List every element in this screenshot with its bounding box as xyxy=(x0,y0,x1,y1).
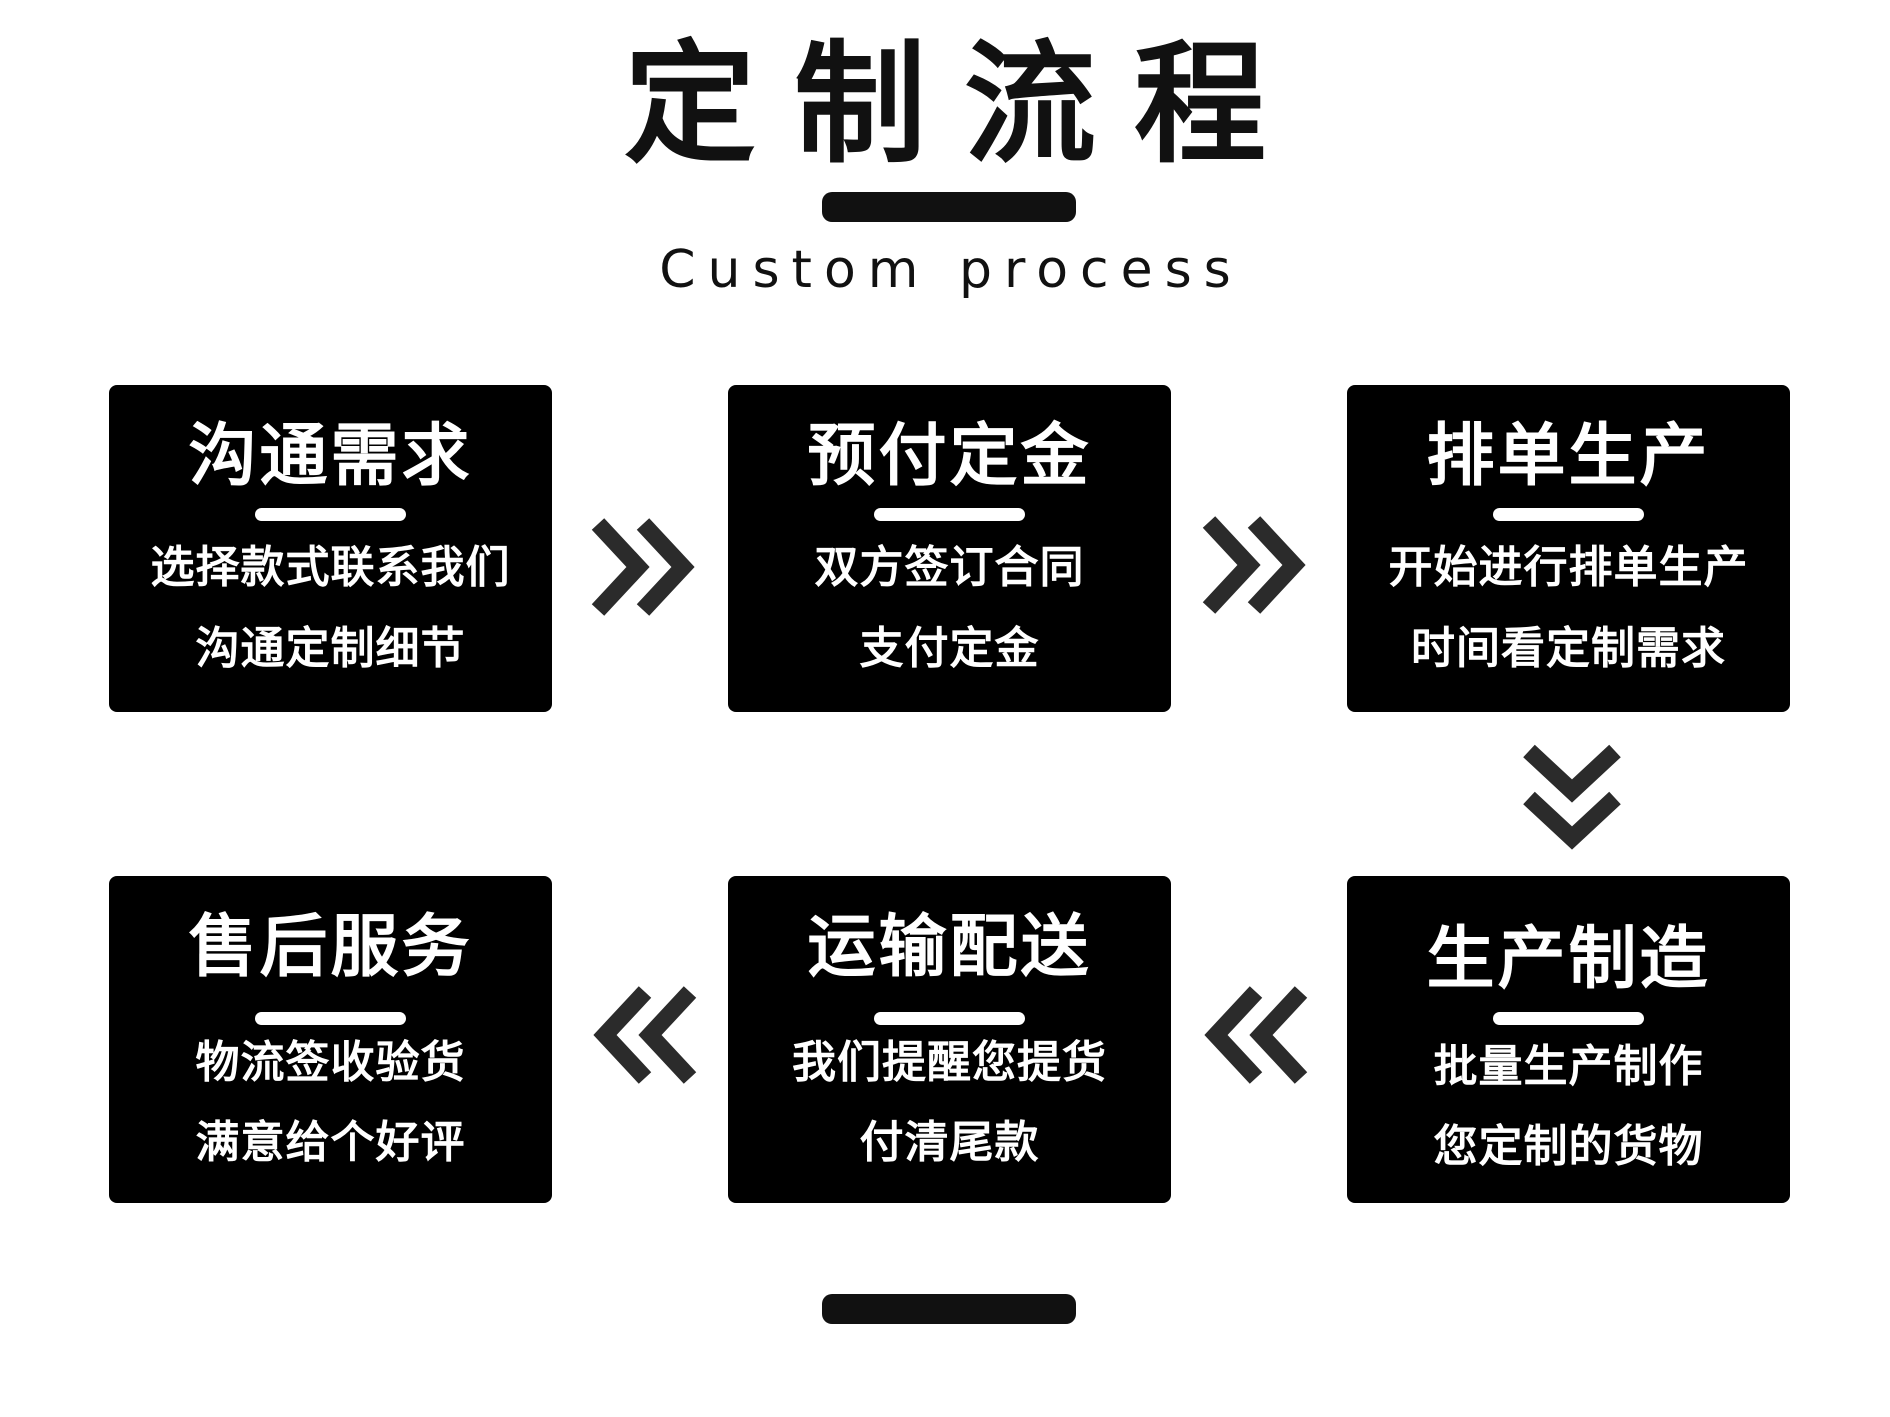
step-title: 售后服务 xyxy=(188,908,473,987)
double-chevron-down-icon xyxy=(1517,743,1627,853)
page-subtitle: Custom process xyxy=(659,240,1243,300)
step-title: 沟通需求 xyxy=(188,417,473,496)
step-title-underline xyxy=(1493,508,1644,521)
step-title-underline xyxy=(255,1012,406,1025)
double-chevron-left-icon xyxy=(1201,980,1311,1090)
page-title: 定制流程 xyxy=(624,28,1304,182)
step-title: 预付定金 xyxy=(807,417,1092,496)
step-title-underline xyxy=(255,508,406,521)
step-description-line-1: 批量生产制作 xyxy=(1433,1041,1704,1092)
step-description-line-2: 满意给个好评 xyxy=(195,1117,466,1168)
step-description-line-1: 我们提醒您提货 xyxy=(792,1037,1107,1088)
step-card-scheduling: 排单生产 开始进行排单生产 时间看定制需求 xyxy=(1347,385,1790,712)
step-description-line-2: 付清尾款 xyxy=(859,1117,1040,1168)
step-title-underline xyxy=(874,1012,1025,1025)
step-title-underline xyxy=(1493,1012,1644,1025)
footer-bar xyxy=(822,1294,1076,1324)
step-description-line-1: 开始进行排单生产 xyxy=(1388,542,1749,593)
step-card-manufacturing: 生产制造 批量生产制作 您定制的货物 xyxy=(1347,876,1790,1203)
double-chevron-right-icon xyxy=(588,512,698,622)
step-description-line-1: 选择款式联系我们 xyxy=(150,542,511,593)
step-description-line-2: 时间看定制需求 xyxy=(1411,623,1726,674)
step-description-line-1: 物流签收验货 xyxy=(195,1037,466,1088)
step-card-shipping: 运输配送 我们提醒您提货 付清尾款 xyxy=(728,876,1171,1203)
step-description-line-2: 您定制的货物 xyxy=(1433,1121,1704,1172)
step-card-after-sales: 售后服务 物流签收验货 满意给个好评 xyxy=(109,876,552,1203)
step-description-line-2: 沟通定制细节 xyxy=(195,623,466,674)
step-description-line-2: 支付定金 xyxy=(859,623,1040,674)
step-title: 排单生产 xyxy=(1426,417,1711,496)
step-description-line-1: 双方签订合同 xyxy=(814,542,1085,593)
double-chevron-left-icon xyxy=(590,980,700,1090)
step-card-communicate: 沟通需求 选择款式联系我们 沟通定制细节 xyxy=(109,385,552,712)
step-title-underline xyxy=(874,508,1025,521)
step-title: 生产制造 xyxy=(1426,920,1711,999)
step-title: 运输配送 xyxy=(807,908,1092,987)
double-chevron-right-icon xyxy=(1199,510,1309,620)
step-card-deposit: 预付定金 双方签订合同 支付定金 xyxy=(728,385,1171,712)
title-underline-bar xyxy=(822,192,1076,222)
